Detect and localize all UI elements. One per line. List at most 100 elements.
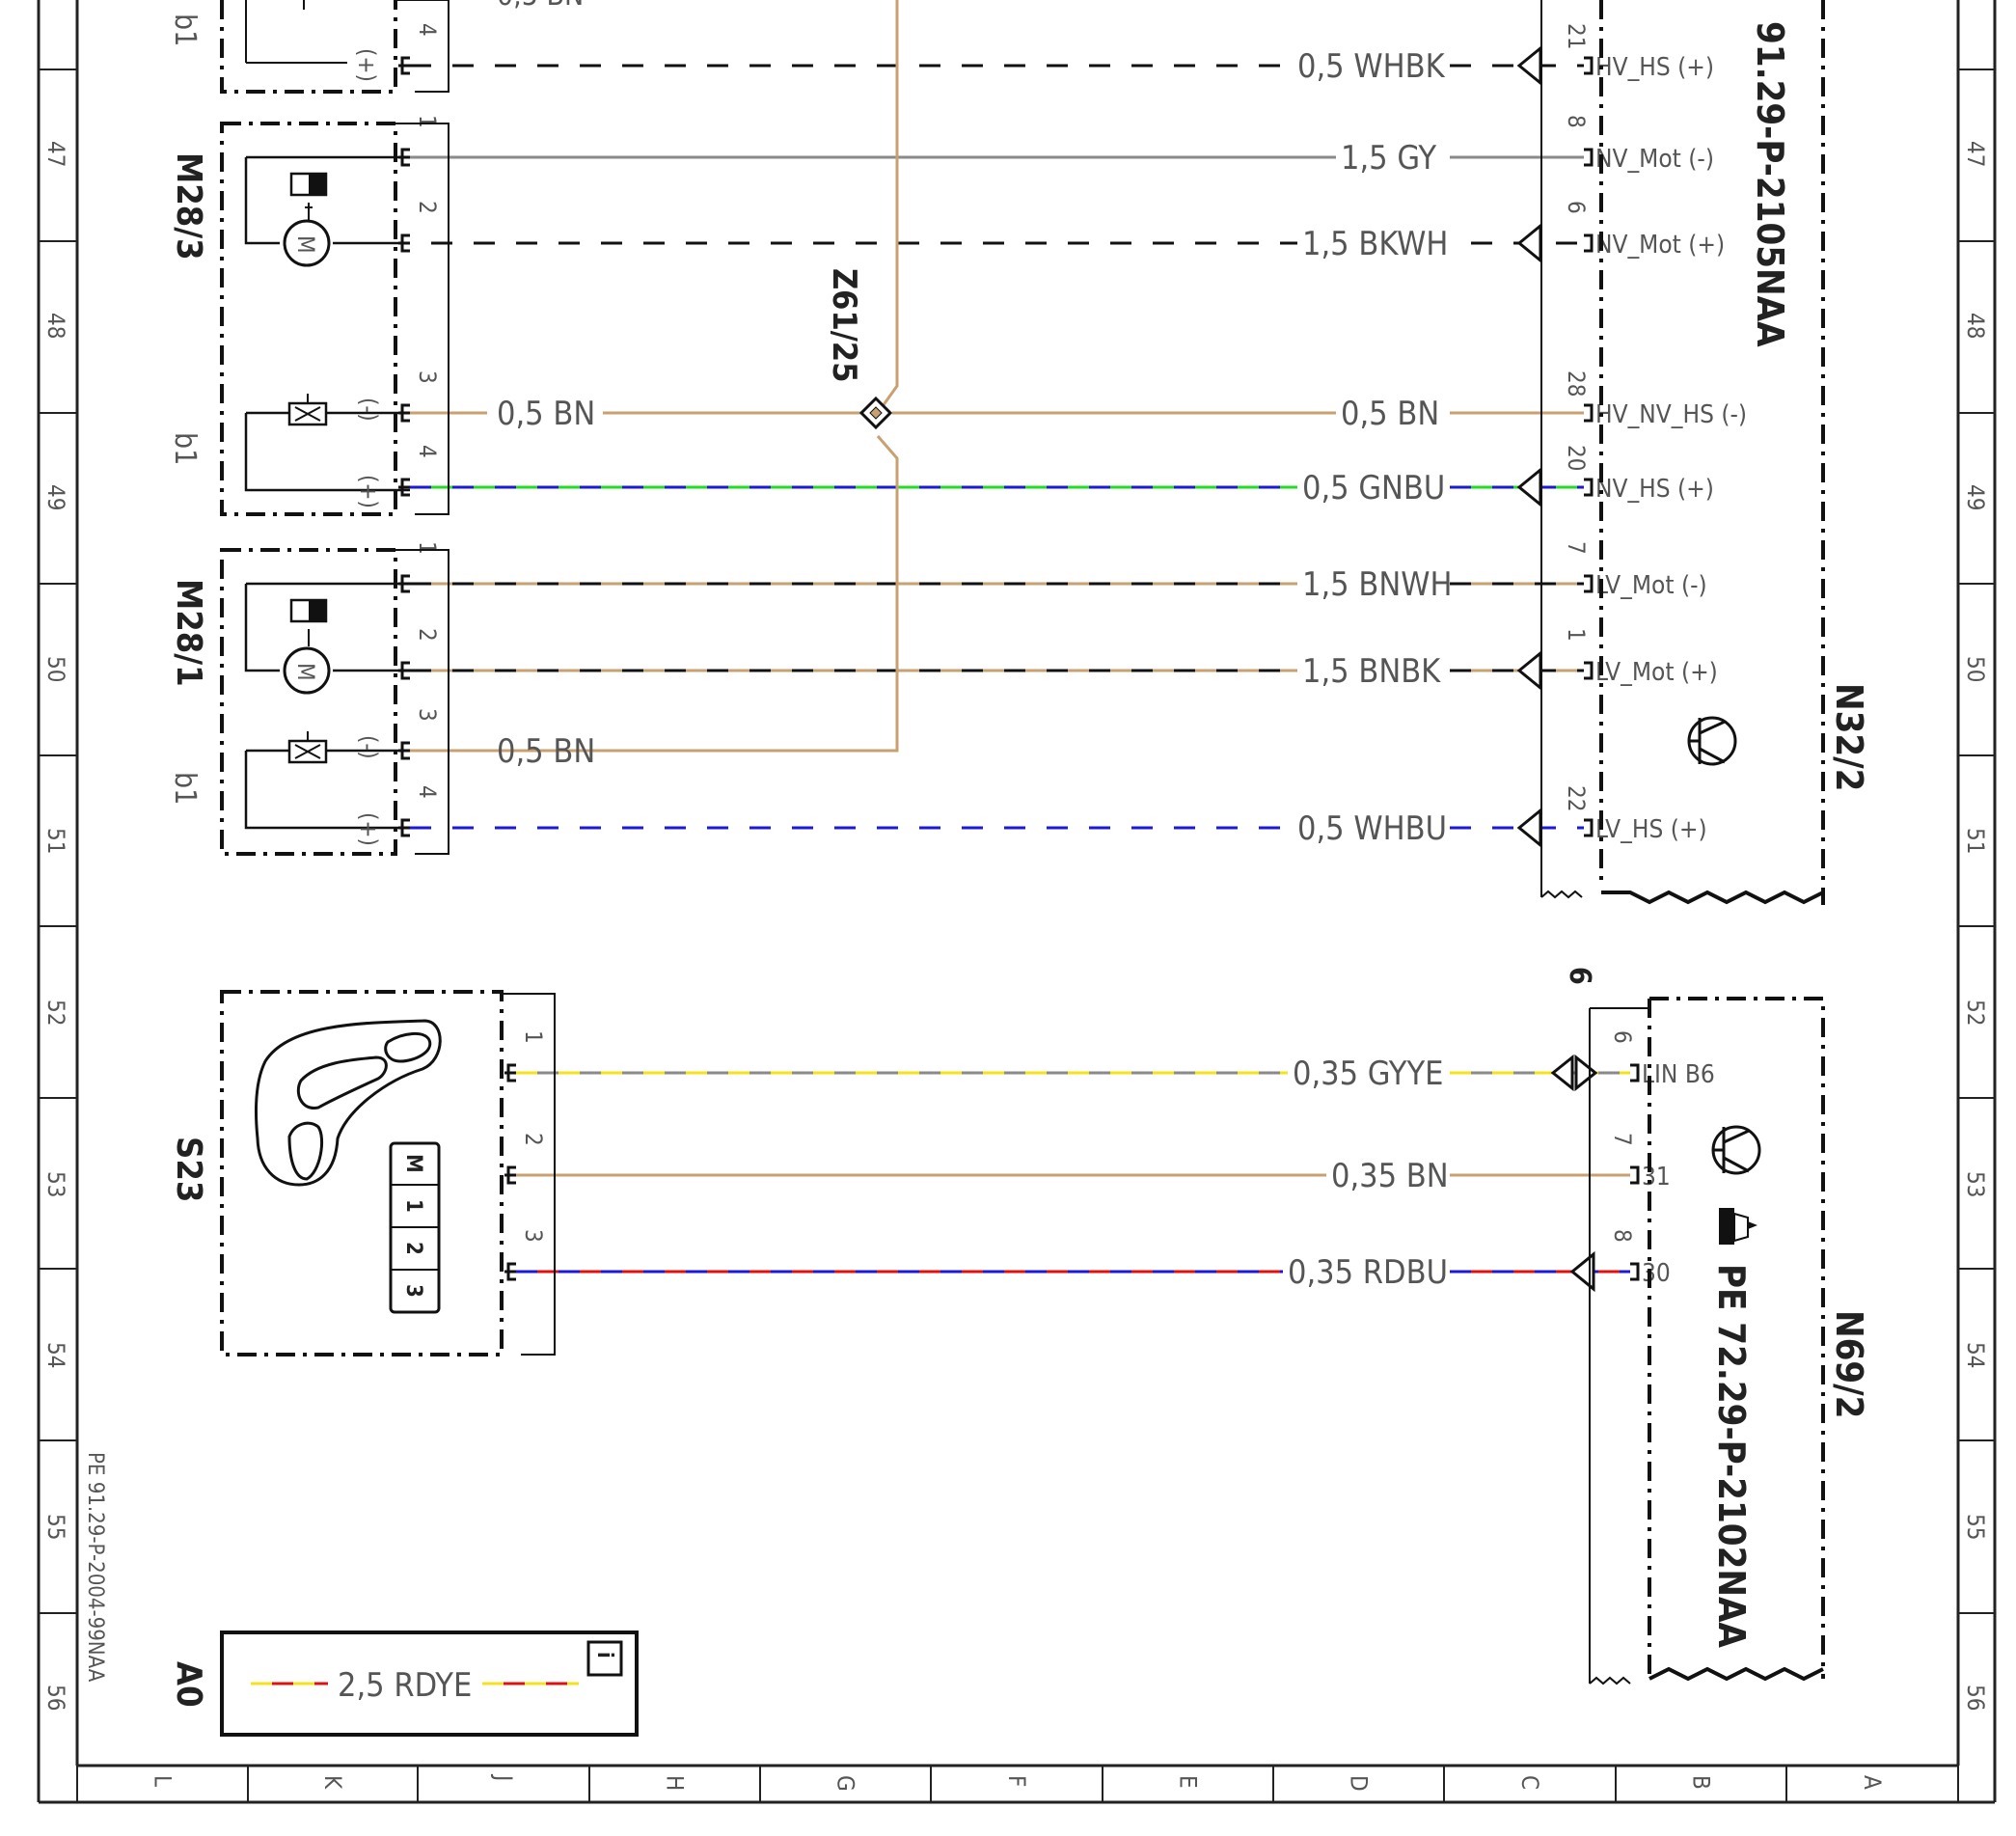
pin-number-left: 1 xyxy=(520,1030,547,1044)
pin-number-right: 7 xyxy=(1563,541,1590,555)
info-icon: i xyxy=(592,1652,616,1658)
wire-label-left: 0,5 BN xyxy=(497,395,595,433)
top-partial-plus: (+) xyxy=(353,48,380,82)
m28-3-minus: (-) xyxy=(355,397,382,422)
row-label-left: 49 xyxy=(42,484,69,510)
pin-number-left: 2 xyxy=(520,1133,547,1146)
column-label: B xyxy=(1688,1775,1715,1790)
a0-legend-label: 2,5 RDYE xyxy=(338,1666,472,1705)
column-label: F xyxy=(1003,1775,1030,1787)
pin-number-left: 2 xyxy=(414,201,441,214)
pin-number-left: 4 xyxy=(414,23,441,37)
pin-number-right: 28 xyxy=(1563,370,1590,397)
signal-name: NV_Mot (-) xyxy=(1595,145,1714,174)
pin-bracket-icon xyxy=(1584,478,1594,497)
column-label: L xyxy=(150,1775,177,1787)
n69-2-connector: 6 xyxy=(1563,967,1596,985)
s23-key-3: 3 xyxy=(401,1284,425,1298)
signal-name: NV_HS (+) xyxy=(1595,475,1714,504)
pin-bracket-icon xyxy=(1584,661,1594,680)
wire-label: 0,5 WHBK xyxy=(1297,47,1446,86)
signal-name: LV_Mot (-) xyxy=(1595,571,1707,600)
pin-bracket-icon xyxy=(1584,233,1594,253)
pin-number-right: 22 xyxy=(1563,785,1590,811)
n69-2-ref: PE 72.29-P-2102NAA xyxy=(1710,1264,1753,1648)
gear-selector-icon xyxy=(255,1019,442,1187)
wire-label: 0,5 GNBU xyxy=(1302,469,1445,507)
wire-label: 0,5 WHBU xyxy=(1297,809,1447,848)
pin-number-right: 6 xyxy=(1609,1030,1636,1044)
m28-3-component: M (-) (+) xyxy=(220,122,450,516)
pin-number-left: 3 xyxy=(414,370,441,384)
pin-bracket-icon xyxy=(1584,818,1594,837)
pin-number-right: 20 xyxy=(1563,445,1590,471)
s23-component: M 1 2 3 xyxy=(220,990,556,1356)
top-partial-connector xyxy=(245,0,450,93)
pin-bracket-icon xyxy=(1630,1063,1640,1082)
m28-1-plus: (+) xyxy=(355,812,382,846)
s23-key-1: 1 xyxy=(401,1199,425,1213)
top-partial-wire-label: 0,5 BN xyxy=(497,0,584,13)
s23-key-m: M xyxy=(401,1154,425,1173)
pin-bracket-icon xyxy=(1630,1165,1640,1185)
connector-arrow-icon xyxy=(1516,222,1542,264)
gear-keys-icon xyxy=(389,1141,441,1314)
pin-number-right: 6 xyxy=(1563,201,1590,214)
z61-25-splice-icon xyxy=(858,396,893,430)
column-label: D xyxy=(1346,1775,1373,1792)
row-label-left: 47 xyxy=(42,141,69,167)
wire-label: 1,5 BKWH xyxy=(1302,225,1448,263)
row-label-right: 52 xyxy=(1962,1000,1989,1026)
s23-label: S23 xyxy=(169,1137,208,1202)
wire-label: 0,35 RDBU xyxy=(1288,1253,1448,1292)
row-label-right: 50 xyxy=(1962,656,1989,682)
row-label-right: 55 xyxy=(1962,1514,1989,1540)
signal-name: 31 xyxy=(1642,1163,1671,1192)
connector-arrow-icon xyxy=(1574,1054,1598,1092)
z61-25-label: Z61/25 xyxy=(825,268,863,383)
n69-2-component xyxy=(1589,997,1825,1685)
row-label-left: 54 xyxy=(42,1342,69,1368)
pin-number-left: 4 xyxy=(414,445,441,458)
row-label-right: 47 xyxy=(1962,141,1989,167)
pin-number-left: 3 xyxy=(414,708,441,722)
n69-2-label: N69/2 xyxy=(1828,1310,1870,1418)
row-label-right: 54 xyxy=(1962,1342,1989,1368)
signal-name: LV_HS (+) xyxy=(1595,815,1707,844)
pin-number-left: 1 xyxy=(414,115,441,128)
m28-1-minus: (-) xyxy=(355,735,382,759)
row-label-left: 48 xyxy=(42,313,69,339)
row-label-right: 48 xyxy=(1962,313,1989,339)
pin-number-left: 3 xyxy=(520,1229,547,1243)
row-label-left: 53 xyxy=(42,1171,69,1197)
column-label: C xyxy=(1516,1775,1543,1790)
row-label-right: 51 xyxy=(1962,828,1989,854)
connector-arrow-icon xyxy=(1516,44,1542,87)
connector-arrow-icon xyxy=(1516,466,1542,508)
transistor-icon xyxy=(1687,716,1737,766)
pin-bracket-icon xyxy=(1630,1262,1640,1281)
pin-bracket-icon xyxy=(1584,148,1594,167)
wire-label: 1,5 BNBK xyxy=(1302,652,1441,691)
m28-3-b1: b1 xyxy=(168,432,202,465)
pin-number-right: 8 xyxy=(1563,115,1590,128)
row-label-right: 49 xyxy=(1962,484,1989,510)
s23-key-2: 2 xyxy=(401,1242,425,1255)
wire-label: 1,5 BNWH xyxy=(1302,565,1452,604)
m28-3-motor-icon: M xyxy=(292,235,319,254)
signal-name: NV_Mot (+) xyxy=(1595,231,1725,260)
n32-2-ref: 91.29-P-2105NAA xyxy=(1749,21,1791,347)
wire-label-left: 0,5 BN xyxy=(497,732,595,771)
m28-1-component: M (-) (+) xyxy=(220,548,450,856)
column-label: J xyxy=(490,1773,517,1781)
pin-bracket-icon xyxy=(1584,56,1594,75)
signal-name: 30 xyxy=(1642,1259,1671,1288)
column-label: G xyxy=(832,1775,859,1792)
connector-arrow-icon xyxy=(1516,807,1542,849)
pin-number-left: 2 xyxy=(414,628,441,642)
a0-label: A0 xyxy=(169,1661,208,1708)
